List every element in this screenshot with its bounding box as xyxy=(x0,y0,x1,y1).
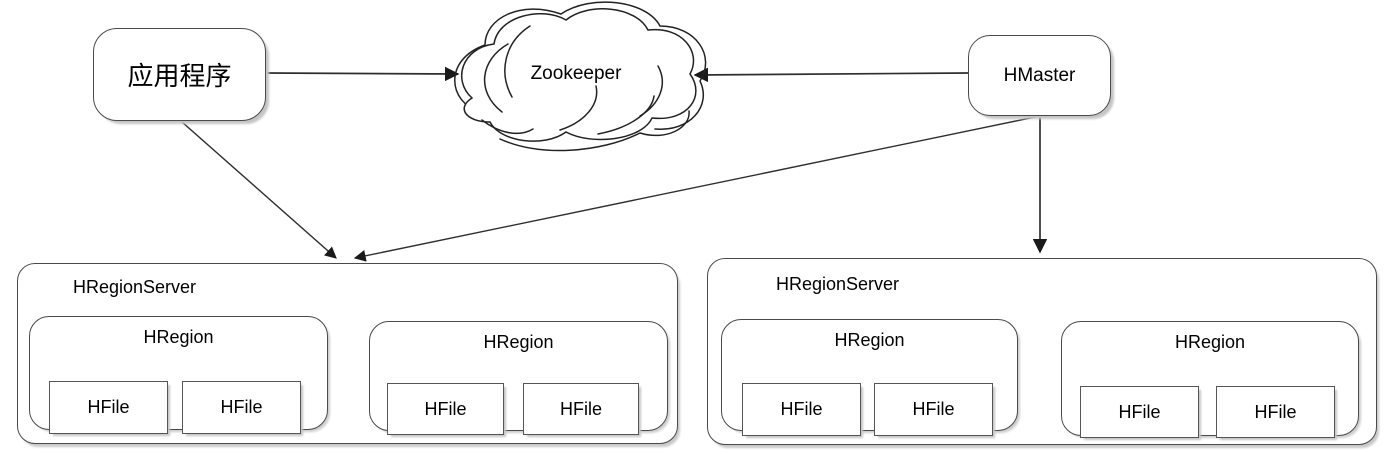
application-label: 应用程序 xyxy=(127,61,232,91)
region-1-label: HRegion xyxy=(143,327,214,347)
hfile: HFile xyxy=(874,383,993,436)
hfile-label: HFile xyxy=(912,399,955,419)
hfile-label: HFile xyxy=(1118,401,1161,422)
hfile-label: HFile xyxy=(87,397,130,417)
hfile: HFile xyxy=(387,383,504,435)
hfile: HFile xyxy=(49,381,168,434)
hfile-label: HFile xyxy=(780,399,823,419)
region-server-1: HRegionServer HRegion HFile HFile HRegio… xyxy=(17,263,678,444)
region-4: HRegion HFile HFile xyxy=(1061,321,1359,438)
application-node: 应用程序 xyxy=(93,28,266,121)
hmaster-node: HMaster xyxy=(968,35,1111,116)
region-3: HRegion HFile HFile xyxy=(721,319,1018,436)
region-server-2-label: HRegionServer xyxy=(776,274,900,294)
region-1: HRegion HFile HFile xyxy=(29,316,328,434)
region-2-label: HRegion xyxy=(483,332,554,352)
hmaster-label: HMaster xyxy=(1003,64,1076,86)
hfile: HFile xyxy=(182,381,301,434)
region-3-label: HRegion xyxy=(834,330,905,350)
hfile: HFile xyxy=(742,383,861,436)
hfile: HFile xyxy=(1080,386,1199,438)
hfile-label: HFile xyxy=(559,398,602,419)
hfile-label: HFile xyxy=(220,397,263,417)
edge-application-regionserver1 xyxy=(181,121,337,259)
zookeeper-cloud-shape xyxy=(454,1,707,152)
region-server-1-label: HRegionServer xyxy=(73,277,197,297)
hfile-label: HFile xyxy=(424,398,467,419)
hfile: HFile xyxy=(523,383,639,435)
region-server-2: HRegionServer HRegion HFile HFile HRegio… xyxy=(707,258,1377,445)
region-4-label: HRegion xyxy=(1174,332,1246,352)
edge-hmaster-zookeeper xyxy=(693,67,969,83)
region-2: HRegion HFile HFile xyxy=(369,321,668,435)
hfile-label: HFile xyxy=(1254,401,1297,422)
edge-hmaster-regionserver1 xyxy=(353,115,1041,262)
edge-application-zookeeper xyxy=(266,66,460,82)
zookeeper-label: Zookeeper xyxy=(530,63,622,84)
hfile: HFile xyxy=(1216,386,1335,438)
